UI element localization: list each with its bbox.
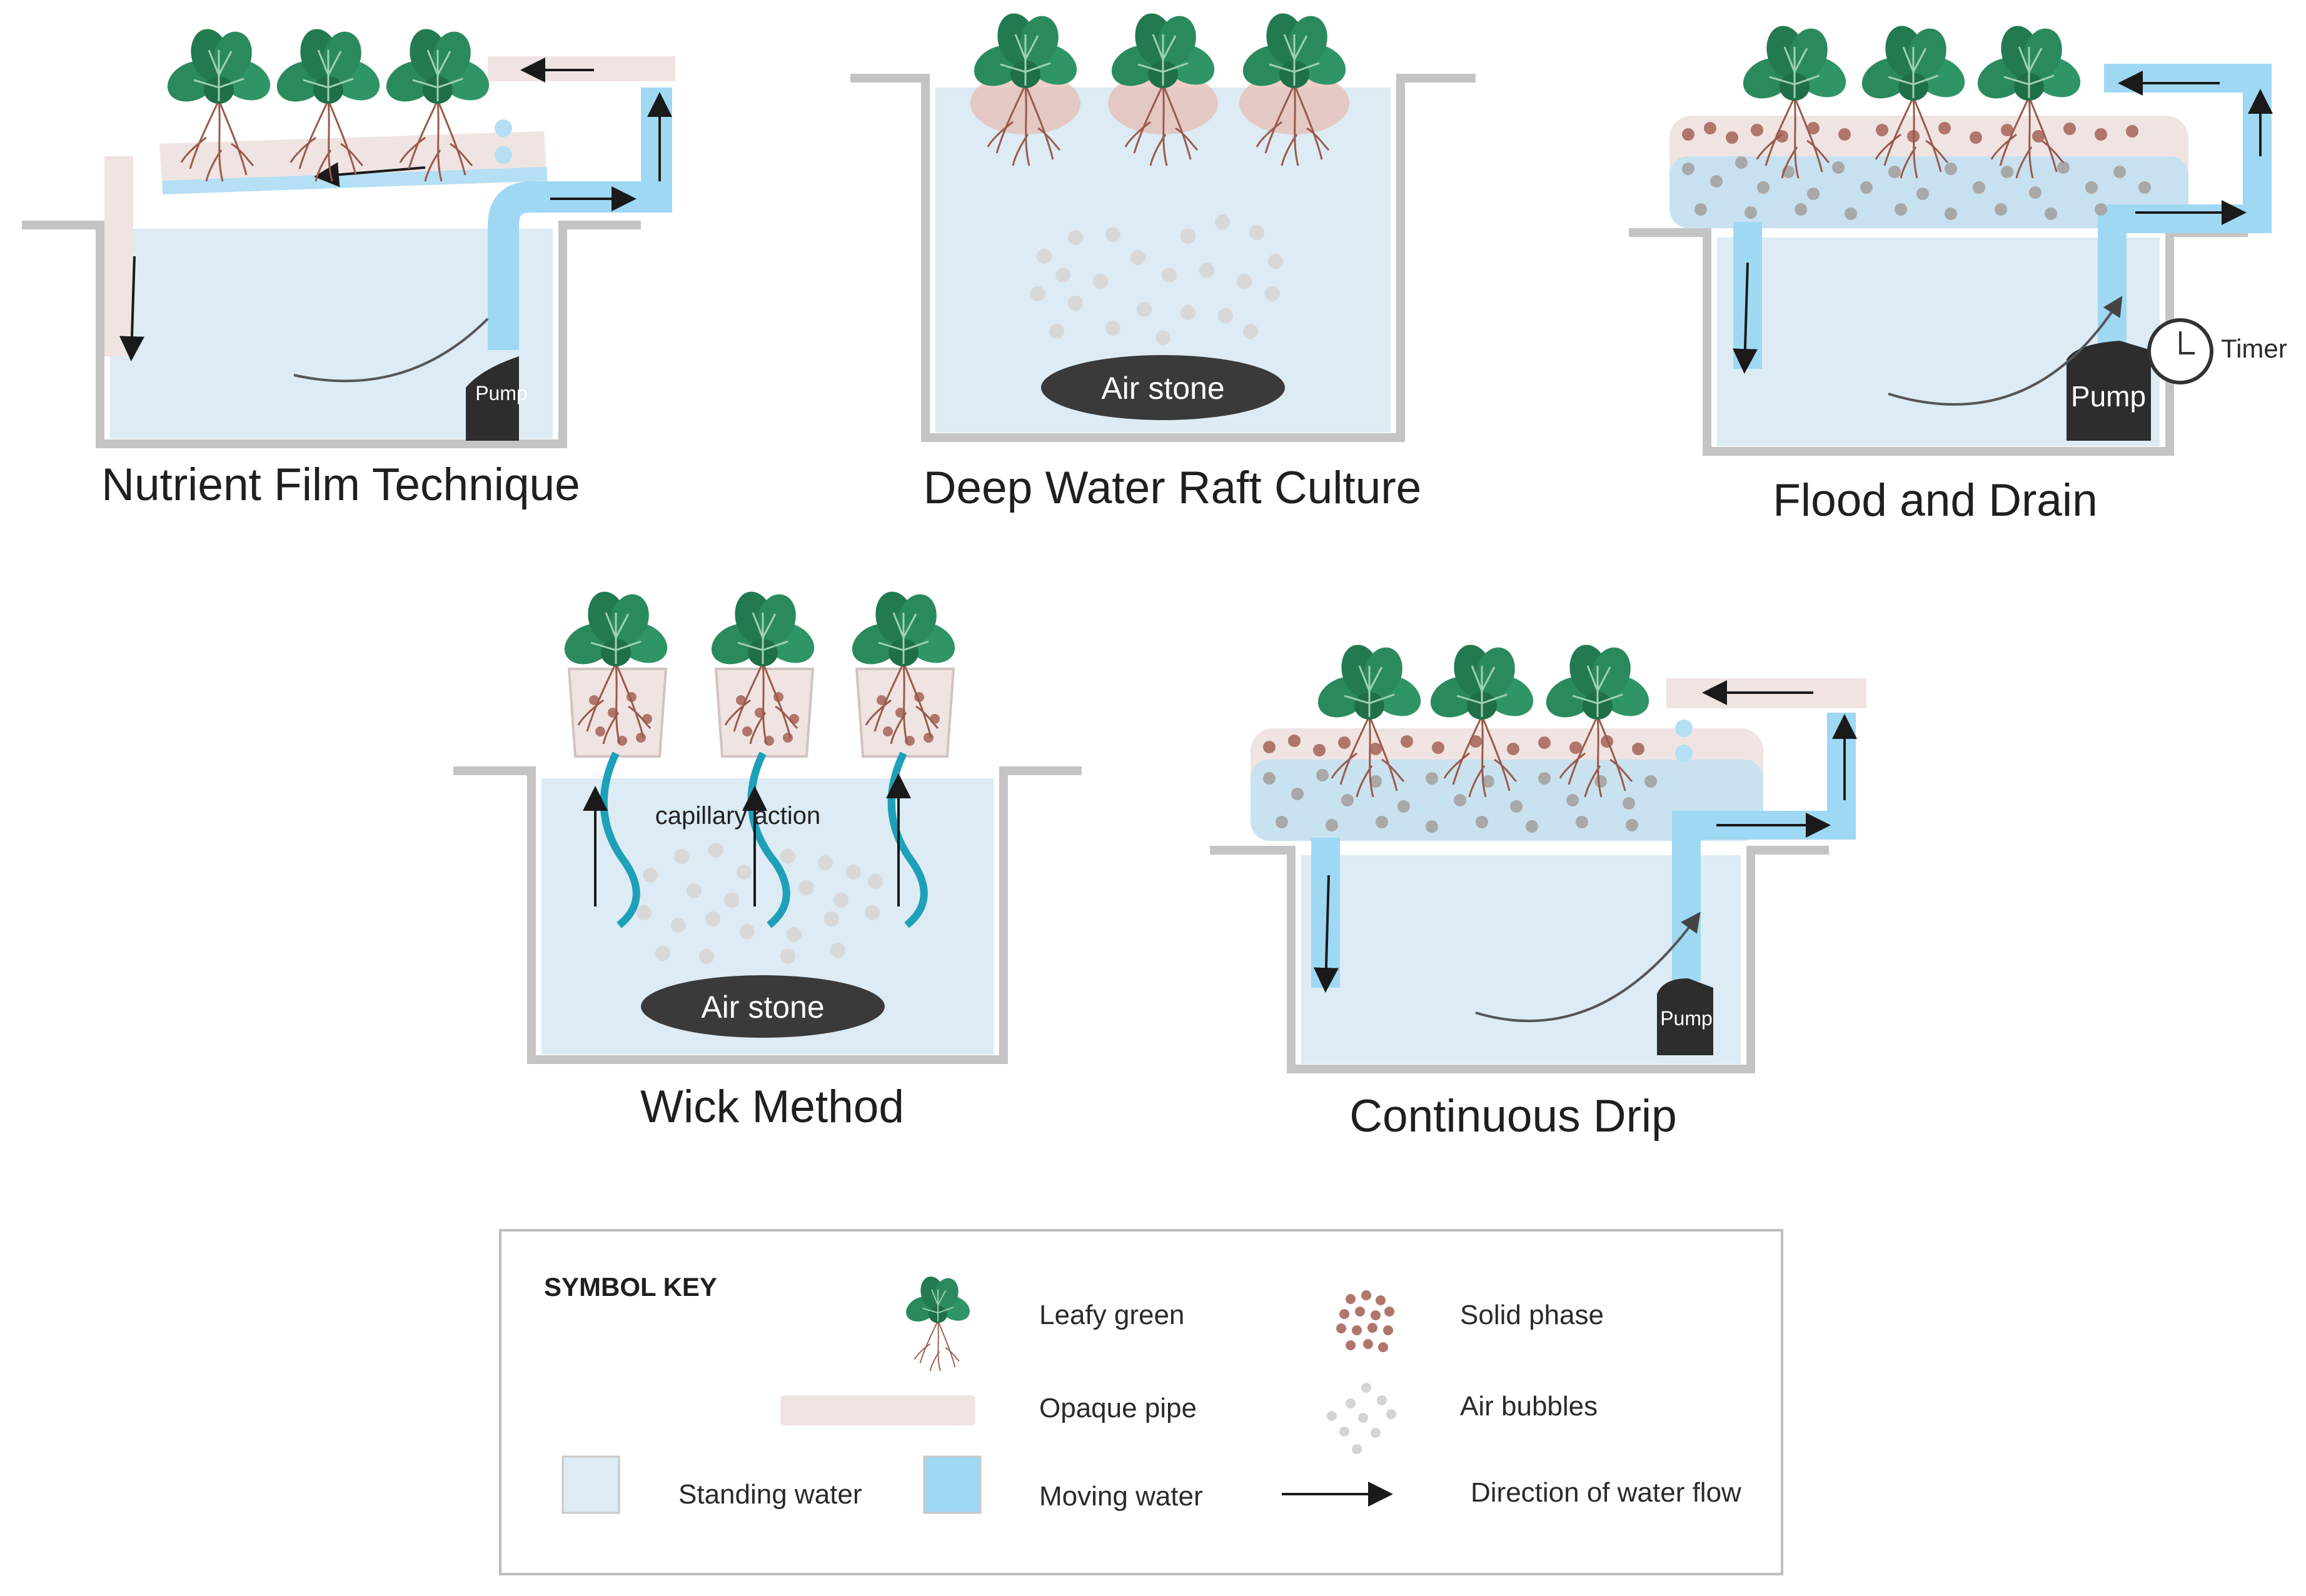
nft-film (162, 167, 548, 194)
panel-flood: Pump Timer Flood and Drain (1629, 21, 2287, 526)
air-bubbles (1030, 214, 1283, 345)
air-stone (641, 975, 885, 1038)
panel-title: Flood and Drain (1773, 475, 2097, 526)
air-stone (1041, 355, 1285, 420)
pump (2067, 341, 2151, 441)
drip (495, 146, 512, 164)
pump (466, 356, 519, 441)
key-label-standing-water: Standing water (678, 1479, 862, 1510)
pump-label: Pump (2071, 380, 2146, 413)
symbol-key-heading: SYMBOL KEY (544, 1272, 717, 1302)
moving-water-pipe (2098, 64, 2272, 350)
moving-water-swatch (923, 1455, 982, 1514)
capillary-label: capillary action (655, 802, 821, 830)
drip (1675, 720, 1693, 737)
air-stone-label: Air stone (701, 990, 824, 1025)
flow-curve (1888, 296, 2123, 406)
tank-wall (1210, 846, 1829, 1073)
air-stone-label: Air stone (1101, 371, 1224, 406)
pump-label: Pump (1660, 1007, 1713, 1030)
panel-drip: Pump Continuous Drip (1210, 640, 1866, 1142)
panel-dwc: Air stone Deep Water Raft Culture (850, 9, 1476, 513)
flow-arrow (1313, 875, 1339, 993)
air-bubbles-icon (1327, 1383, 1396, 1454)
flow-curve (293, 318, 489, 383)
tank-wall (850, 74, 1476, 442)
panel-title: Nutrient Film Technique (101, 459, 580, 510)
key-label-direction: Direction of water flow (1471, 1477, 1741, 1508)
key-label-air-bubbles: Air bubbles (1460, 1391, 1598, 1422)
standing-water-swatch (561, 1455, 620, 1514)
drip (1675, 745, 1693, 762)
key-label-solid-phase: Solid phase (1460, 1300, 1604, 1330)
flow-arrow (314, 162, 426, 188)
panel-title: Deep Water Raft Culture (924, 463, 1422, 513)
wick (747, 751, 790, 928)
timer-hands (2179, 331, 2195, 354)
symbol-key: SYMBOL KEY Leafy green Opaque pipe Stand… (499, 1229, 1783, 1575)
key-label-leafy-green: Leafy green (1039, 1300, 1184, 1330)
panel-wick: capillary action Air stone Wick Method (453, 587, 1082, 1132)
panel-title: Wick Method (640, 1082, 904, 1132)
tank-wall (22, 221, 641, 448)
panel-nft: Pump Nutrient Film Technique (22, 24, 675, 510)
key-label-opaque-pipe: Opaque pipe (1039, 1393, 1197, 1423)
solid-phase-icon (1336, 1290, 1394, 1352)
opaque-pipe-swatch (780, 1395, 975, 1425)
panel-title: Continuous Drip (1349, 1091, 1676, 1142)
drip (495, 119, 512, 137)
tank-wall (453, 766, 1082, 1064)
air-bubbles (637, 843, 883, 964)
pump (1657, 978, 1713, 1055)
flow-curve (1475, 911, 1701, 1023)
key-label-moving-water: Moving water (1039, 1481, 1203, 1512)
timer-label: Timer (2221, 334, 2287, 363)
solid-phase (1263, 735, 1657, 833)
solid-phase (1682, 122, 2151, 220)
moving-water-pipe (488, 88, 672, 350)
symbol-key-box (499, 1229, 1783, 1575)
pump-label: Pump (475, 382, 528, 404)
flow-arrow (1732, 262, 1758, 374)
flow-arrow (119, 256, 144, 361)
